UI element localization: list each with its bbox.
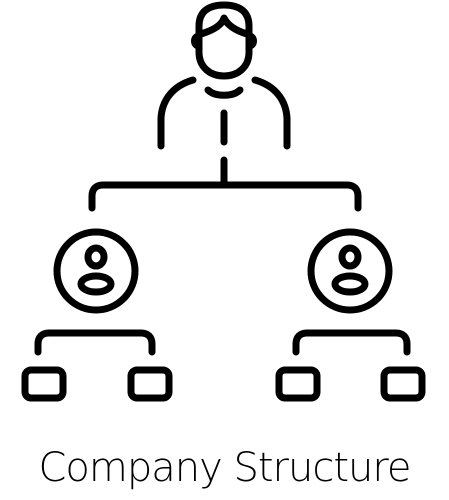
right-branch-connector [292,329,411,356]
left-employee-body [77,272,115,296]
right-employee-icon [307,228,393,314]
left-team-box-1 [21,366,67,402]
manager-collar [204,86,244,99]
company-structure-icon [21,1,426,402]
right-team-box-2 [380,366,426,402]
manager-left-shoulder [157,76,197,150]
manager-left-ear [191,32,203,50]
left-branch-connector [34,329,156,356]
right-team-box-1 [275,366,321,402]
left-employee-circle [53,228,139,314]
manager-hair [197,14,251,38]
left-employee-icon [53,228,139,314]
right-employee-head [338,244,362,270]
manager-right-shoulder [251,76,291,150]
left-team-box-2 [127,366,173,402]
top-branch-connector [88,181,362,212]
manager-right-ear [245,32,257,50]
right-employee-body [331,272,369,296]
left-employee-head [84,244,108,270]
right-employee-circle [307,228,393,314]
icon-caption: Company Structure [38,445,411,491]
manager-icon [157,1,291,188]
manager-head [195,1,253,80]
